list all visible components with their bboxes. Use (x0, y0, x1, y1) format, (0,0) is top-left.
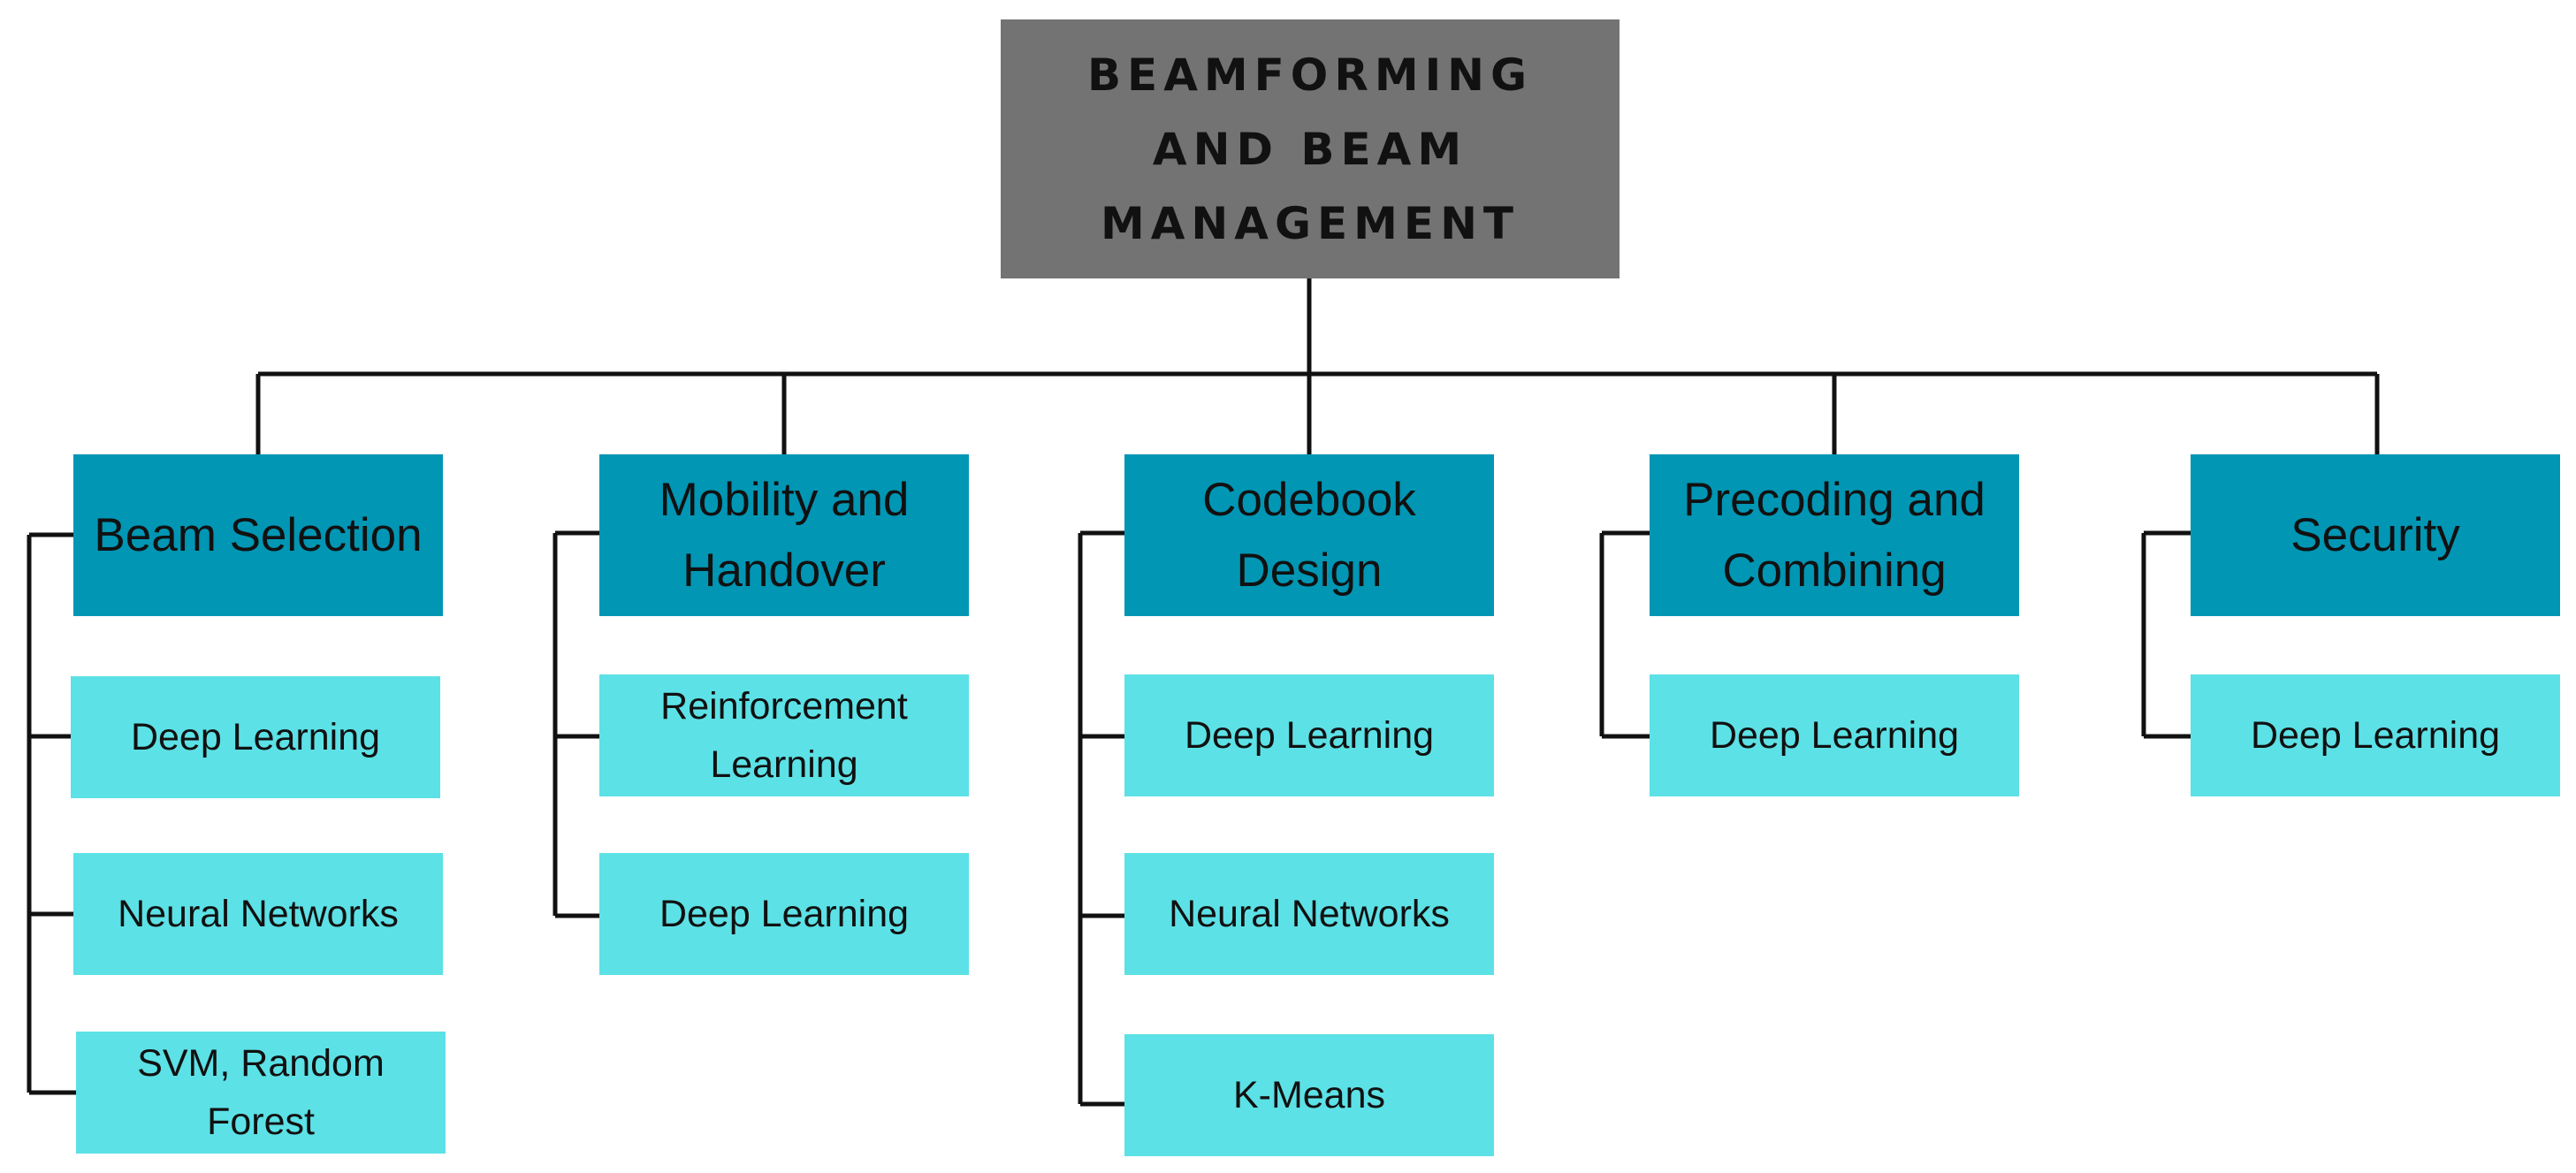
category-codebook-design: Codebook Design (1124, 454, 1494, 616)
category-label: Codebook Design (1202, 473, 1416, 597)
leaf-beam-selection-3: SVM, Random Forest (76, 1032, 446, 1154)
category-security: Security (2191, 454, 2560, 616)
leaf-codebook-design-3: K-Means (1124, 1034, 1494, 1156)
category-label: Mobility and Handover (659, 473, 910, 597)
category-label: Beam Selection (94, 508, 423, 561)
leaf-precoding-combining-1: Deep Learning (1650, 674, 2019, 796)
leaf-label: Deep Learning (130, 716, 381, 758)
leaf-label: Deep Learning (1709, 714, 1960, 757)
leaf-beam-selection-1: Deep Learning (71, 676, 440, 798)
leaf-codebook-design-1: Deep Learning (1124, 674, 1494, 796)
root-node: BEAMFORMING AND BEAM MANAGEMENT (1001, 19, 1620, 278)
leaf-beam-selection-2: Neural Networks (73, 853, 443, 975)
leaf-label: K-Means (1232, 1074, 1386, 1116)
category-beam-selection: Beam Selection (73, 454, 443, 616)
leaf-label: SVM, Random Forest (137, 1042, 385, 1143)
leaf-label: Reinforcement Learning (660, 685, 908, 786)
category-label: Precoding and Combining (1683, 473, 1985, 597)
leaf-security-1: Deep Learning (2191, 674, 2560, 796)
leaf-label: Deep Learning (2250, 714, 2501, 757)
category-label: Security (2290, 508, 2460, 561)
category-precoding-combining: Precoding and Combining (1650, 454, 2019, 616)
leaf-label: Deep Learning (1184, 714, 1435, 757)
leaf-label: Neural Networks (1169, 893, 1450, 935)
category-mobility-handover: Mobility and Handover (599, 454, 969, 616)
leaf-label: Neural Networks (118, 893, 399, 935)
leaf-codebook-design-2: Neural Networks (1124, 853, 1494, 975)
root-label: BEAMFORMING AND BEAM MANAGEMENT (1086, 49, 1534, 249)
leaf-mobility-handover-1: Reinforcement Learning (599, 674, 969, 796)
leaf-mobility-handover-2: Deep Learning (599, 853, 969, 975)
leaf-label: Deep Learning (659, 893, 910, 935)
